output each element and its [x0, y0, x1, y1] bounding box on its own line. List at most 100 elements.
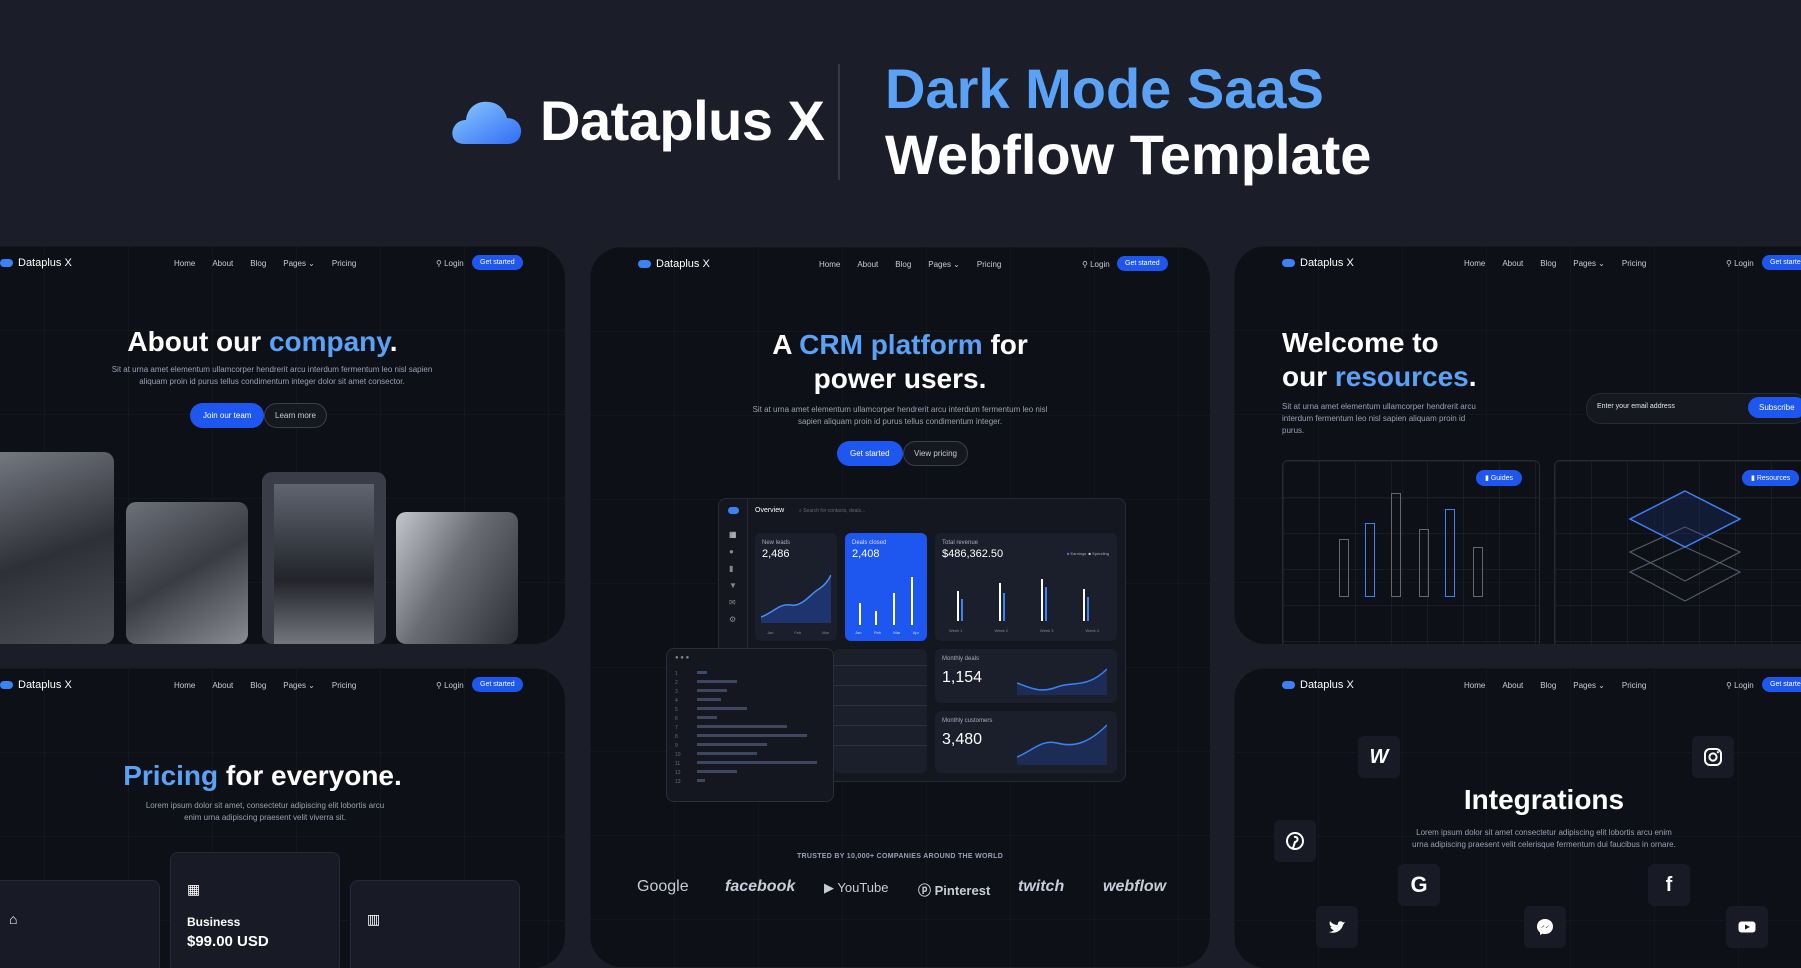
nav-link-home[interactable]: Home	[1464, 681, 1486, 690]
nav-link-blog[interactable]: Blog	[250, 259, 267, 268]
nav-link-about[interactable]: About	[1502, 681, 1524, 690]
google-icon[interactable]: G	[1398, 864, 1440, 906]
nav-get-started-button[interactable]: Get started	[1117, 256, 1168, 271]
nav-link-pages[interactable]: Pages ⌄	[283, 259, 315, 268]
pricing-preview-card[interactable]: Dataplus X Home About Blog Pages ⌄ Prici…	[0, 668, 565, 968]
nav-get-started-button[interactable]: Get started	[472, 255, 523, 270]
about-preview-card[interactable]: Dataplus X Home About Blog Pages ⌄ Prici…	[0, 246, 565, 644]
tab-overview[interactable]: Overview	[755, 507, 785, 514]
revenue-bar	[961, 599, 963, 621]
nav-link-home[interactable]: Home	[1464, 259, 1486, 268]
nav-link-pages[interactable]: Pages ⌄	[283, 681, 315, 690]
monthly-customers-chart	[1017, 724, 1107, 765]
pricing-card-business[interactable]: ▦ Business $99.00 USD	[170, 852, 340, 968]
revenue-bar	[1087, 597, 1089, 621]
grid-icon[interactable]: ▦	[729, 530, 737, 539]
get-started-button[interactable]: Get started	[837, 441, 903, 466]
book-icon: ▮	[1751, 475, 1755, 482]
nav-brand[interactable]: Dataplus X	[0, 679, 72, 691]
user-icon: ⚲	[1082, 260, 1088, 269]
view-pricing-button[interactable]: View pricing	[903, 441, 968, 466]
pinterest-icon[interactable]	[1274, 820, 1316, 862]
resources-nav: Dataplus X Home About Blog Pages ⌄ Prici…	[1234, 246, 1801, 280]
candle	[1391, 493, 1401, 597]
google-logo: Google	[637, 878, 689, 895]
integrations-preview-card[interactable]: Dataplus X Home About Blog Pages ⌄ Prici…	[1234, 668, 1801, 968]
messenger-icon[interactable]	[1524, 906, 1566, 948]
nav-get-started-button[interactable]: Get started	[472, 677, 523, 692]
nav-link-blog[interactable]: Blog	[1540, 259, 1557, 268]
dashboard-search[interactable]: ⌕ Search for contacts, deals...	[799, 508, 866, 514]
user-icon: ⚲	[1726, 259, 1732, 268]
resources-tag[interactable]: ▮ Resources	[1742, 470, 1800, 486]
nav-login[interactable]: ⚲ Login	[436, 681, 464, 690]
candle	[1445, 509, 1455, 597]
filter-icon[interactable]: ▼	[729, 581, 737, 590]
total-revenue-value: $486,362.50	[942, 548, 1004, 560]
deals-closed-label: Deals closed	[852, 540, 887, 546]
nav-login[interactable]: ⚲ Login	[1726, 681, 1754, 690]
gear-icon[interactable]: ⚙	[729, 615, 737, 624]
resources-preview-card[interactable]: Dataplus X Home About Blog Pages ⌄ Prici…	[1234, 246, 1801, 644]
nav-link-pricing[interactable]: Pricing	[1621, 681, 1647, 690]
nav-link-blog[interactable]: Blog	[1540, 681, 1557, 690]
nav-get-started-button[interactable]: Get started	[1762, 677, 1801, 692]
new-leads-chart	[761, 574, 831, 623]
revenue-bar	[1041, 579, 1043, 621]
nav-get-started-button[interactable]: Get started	[1762, 255, 1801, 270]
nav-brand[interactable]: Dataplus X	[1282, 679, 1354, 691]
stacked-layers-icon	[1628, 490, 1742, 602]
nav-link-home[interactable]: Home	[174, 259, 196, 268]
user-icon[interactable]: ●	[729, 547, 734, 556]
nav-link-pages[interactable]: Pages ⌄	[1573, 259, 1605, 268]
learn-more-button[interactable]: Learn more	[264, 403, 327, 428]
nav-login[interactable]: ⚲ Login	[1082, 260, 1110, 269]
monthly-deals-chart	[1017, 668, 1107, 695]
nav-brand[interactable]: Dataplus X	[638, 258, 710, 270]
resources-paragraph: Sit at urna amet elementum ullamcorper h…	[1282, 402, 1476, 435]
join-team-button[interactable]: Join our team	[190, 403, 265, 428]
subscribe-button[interactable]: Subscribe	[1748, 397, 1801, 418]
pricing-card-enterprise[interactable]: ▥	[350, 880, 520, 968]
nav-link-home[interactable]: Home	[819, 260, 841, 269]
crm-paragraph: Sit at urna amet elementum ullamcorper h…	[752, 405, 1048, 426]
facebook-icon[interactable]: f	[1648, 864, 1690, 906]
total-revenue-label: Total revenue	[942, 540, 979, 546]
guides-tag[interactable]: ▮ Guides	[1476, 470, 1522, 486]
nav-link-home[interactable]: Home	[174, 681, 196, 690]
nav-link-pages[interactable]: Pages ⌄	[1573, 681, 1605, 690]
mail-icon[interactable]: ✉	[729, 598, 736, 607]
nav-link-pricing[interactable]: Pricing	[1621, 259, 1647, 268]
cloud-icon	[452, 101, 522, 144]
nav-link-pricing[interactable]: Pricing	[976, 260, 1002, 269]
chart-icon[interactable]: ▮	[729, 564, 734, 573]
nav-link-blog[interactable]: Blog	[895, 260, 912, 269]
youtube-icon[interactable]	[1726, 906, 1768, 948]
nav-link-about[interactable]: About	[1502, 259, 1524, 268]
resources-title: Welcome to our resources.	[1282, 327, 1477, 392]
nav-brand[interactable]: Dataplus X	[1282, 257, 1354, 269]
twitter-icon[interactable]	[1316, 906, 1358, 948]
pricing-nav: Dataplus X Home About Blog Pages ⌄ Prici…	[0, 668, 565, 702]
nav-link-pricing[interactable]: Pricing	[331, 681, 357, 690]
nav-link-about[interactable]: About	[857, 260, 879, 269]
nav-link-about[interactable]: About	[212, 259, 234, 268]
monthly-customers-tile: Monthly customers 3,480	[935, 711, 1117, 773]
nav-login[interactable]: ⚲ Login	[436, 259, 464, 268]
nav-link-about[interactable]: About	[212, 681, 234, 690]
nav-link-blog[interactable]: Blog	[250, 681, 267, 690]
deals-bar	[859, 603, 861, 625]
instagram-icon[interactable]	[1692, 736, 1734, 778]
building-icon: ▦	[187, 881, 201, 897]
nav-brand[interactable]: Dataplus X	[0, 257, 72, 269]
monthly-customers-value: 3,480	[942, 731, 983, 748]
nav-link-pages[interactable]: Pages ⌄	[928, 260, 960, 269]
nav-login[interactable]: ⚲ Login	[1726, 259, 1754, 268]
pricing-card-basic[interactable]: ⌂	[0, 880, 160, 968]
nav-link-pricing[interactable]: Pricing	[331, 259, 357, 268]
hero-brand: Dataplus X	[540, 89, 825, 152]
webflow-icon[interactable]: W	[1358, 736, 1400, 778]
